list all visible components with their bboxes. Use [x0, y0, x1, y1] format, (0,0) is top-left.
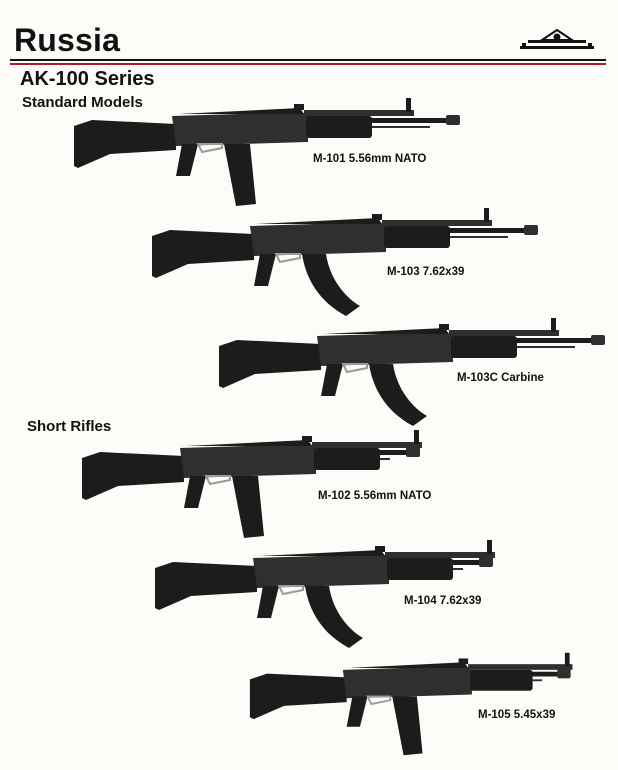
cleaning-rod	[517, 346, 575, 348]
section-heading-standard: Standard Models	[22, 94, 143, 111]
front-sight	[564, 652, 570, 667]
magazine	[232, 476, 264, 538]
rifle-m101	[74, 98, 460, 206]
pistol-grip	[346, 696, 368, 727]
cleaning-rod	[532, 679, 543, 682]
rear-sight	[372, 214, 382, 220]
gas-tube	[468, 664, 573, 670]
gas-tube	[304, 110, 414, 116]
muzzle-brake	[591, 335, 605, 345]
country-title: Russia	[14, 22, 121, 58]
gas-tube	[449, 330, 559, 336]
pistol-grip	[184, 476, 206, 508]
receiver	[342, 666, 472, 699]
rear-sight	[294, 104, 304, 110]
stock	[155, 562, 257, 610]
trigger-guard	[341, 363, 368, 374]
magazine	[392, 696, 423, 756]
rifle-label: M-102 5.56mm NATO	[318, 490, 432, 502]
dust-cover	[186, 440, 312, 446]
muzzle-brake	[406, 447, 420, 457]
trigger-guard	[274, 253, 301, 264]
rifle-label: M-103 7.62x39	[387, 266, 465, 278]
pistol-grip	[257, 586, 279, 618]
dust-cover	[256, 218, 382, 224]
trigger-guard	[196, 143, 223, 154]
handguard	[384, 226, 450, 248]
stock	[249, 673, 347, 720]
stock	[82, 452, 184, 500]
cleaning-rod	[372, 126, 430, 128]
series-title: AK-100 Series	[20, 68, 155, 90]
stock	[219, 340, 321, 388]
barrel	[370, 118, 460, 123]
front-sight	[487, 540, 492, 554]
barrel	[451, 560, 493, 565]
muzzle-brake	[557, 668, 571, 679]
rear-sight	[439, 324, 449, 330]
rifle-m105	[249, 652, 573, 756]
pistol-grip	[254, 254, 276, 286]
barrel	[378, 450, 420, 455]
magazine	[224, 144, 256, 206]
rifle-m104	[155, 540, 495, 648]
trigger-guard	[366, 695, 392, 706]
cleaning-rod	[450, 236, 508, 238]
receiver	[253, 554, 389, 588]
magazine	[302, 254, 360, 316]
handguard	[387, 558, 453, 580]
dust-cover	[178, 108, 304, 114]
receiver	[180, 444, 316, 478]
stock	[152, 230, 254, 278]
rifle-m103	[152, 208, 538, 316]
rifle-label: M-105 5.45x39	[478, 709, 556, 721]
trigger-guard	[277, 585, 304, 596]
rear-sight	[458, 658, 469, 665]
barrel	[448, 228, 538, 233]
header-rule	[10, 59, 606, 61]
receiver	[317, 332, 453, 366]
publisher-logo-icon	[520, 28, 594, 49]
dust-cover	[348, 662, 469, 668]
gas-tube	[382, 220, 492, 226]
handguard	[451, 336, 517, 358]
barrel	[530, 671, 571, 677]
rifle-label: M-101 5.56mm NATO	[313, 153, 427, 165]
pistol-grip	[176, 144, 198, 176]
cleaning-rod	[380, 458, 390, 460]
handguard	[314, 448, 380, 470]
muzzle-brake	[524, 225, 538, 235]
magazine	[305, 586, 363, 648]
header-accent-rule	[10, 63, 606, 65]
front-sight	[551, 318, 556, 332]
cleaning-rod	[453, 568, 463, 570]
front-sight	[484, 208, 489, 222]
rifle-m103c	[219, 318, 605, 426]
muzzle-brake	[479, 557, 493, 567]
section-heading-short: Short Rifles	[27, 418, 112, 435]
trigger-guard	[204, 475, 231, 486]
barrel	[515, 338, 605, 343]
receiver	[172, 112, 308, 146]
rifle-m102	[82, 430, 422, 538]
front-sight	[414, 430, 419, 444]
dust-cover	[323, 328, 449, 334]
front-sight	[406, 98, 411, 112]
stock	[74, 120, 176, 168]
rifle-label: M-104 7.62x39	[404, 595, 482, 607]
pistol-grip	[321, 364, 343, 396]
rear-sight	[375, 546, 385, 552]
dust-cover	[259, 550, 385, 556]
rear-sight	[302, 436, 312, 442]
muzzle-brake	[446, 115, 460, 125]
gas-tube	[312, 442, 422, 448]
handguard	[470, 669, 533, 691]
gas-tube	[385, 552, 495, 558]
rifle-label: M-103C Carbine	[457, 372, 544, 384]
handguard	[306, 116, 372, 138]
magazine	[369, 364, 427, 426]
receiver	[250, 222, 386, 256]
